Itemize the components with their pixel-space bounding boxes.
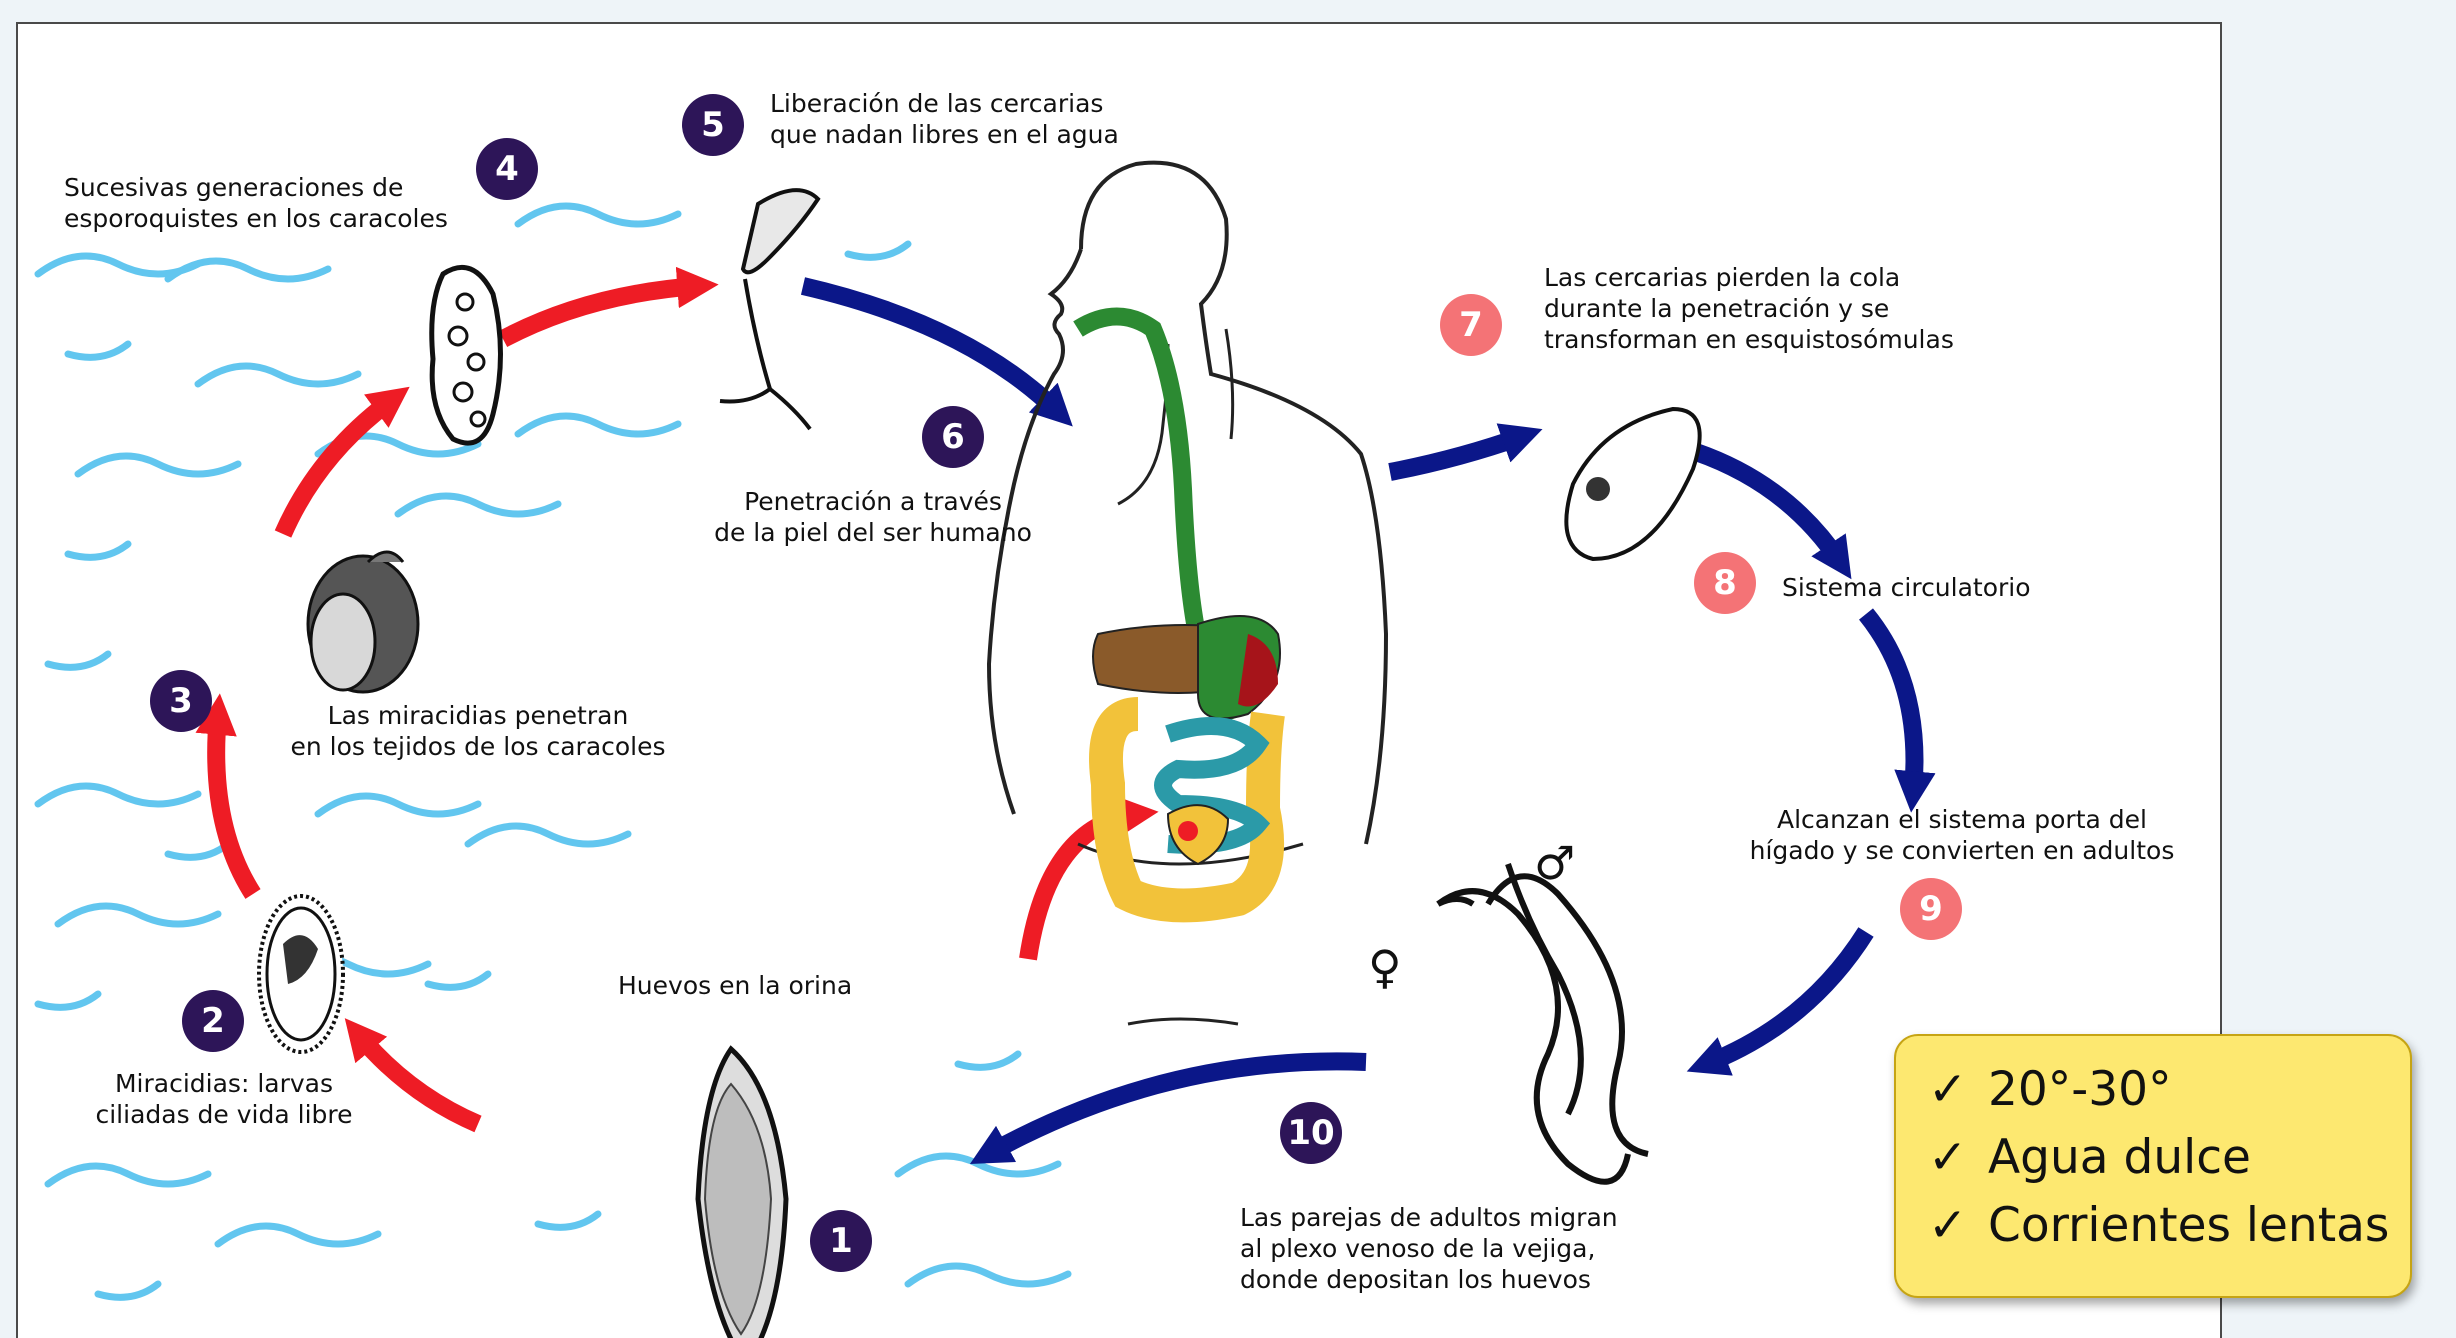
cercaria-illustration xyxy=(720,190,818,429)
step-3-badge: 3 xyxy=(150,670,212,732)
note-item-text: Agua dulce xyxy=(1988,1124,2251,1192)
conditions-note: ✓20°-30° ✓Agua dulce ✓Corrientes lentas xyxy=(1894,1034,2412,1298)
step-8-badge: 8 xyxy=(1694,552,1756,614)
snail-illustration xyxy=(308,552,418,692)
note-item: ✓20°-30° xyxy=(1928,1056,2410,1124)
step-9-label: Alcanzan el sistema porta del hígado y s… xyxy=(1712,804,2212,866)
step-9-badge: 9 xyxy=(1900,878,1962,940)
step-4-badge: 4 xyxy=(476,138,538,200)
step-6-badge: 6 xyxy=(922,406,984,468)
step-5-label: Liberación de las cercarias que nadan li… xyxy=(770,88,1119,150)
note-item: ✓Agua dulce xyxy=(1928,1124,2410,1192)
step-3-label: Las miracidias penetran en los tejidos d… xyxy=(258,700,698,762)
female-symbol: ♀ xyxy=(1368,944,1402,990)
male-symbol: ♂ xyxy=(1534,840,1575,886)
adult-worms-illustration xyxy=(1438,864,1648,1182)
schistosoma-life-cycle-diagram: Sucesivas generaciones de esporoquistes … xyxy=(16,22,2222,1338)
check-icon: ✓ xyxy=(1928,1056,1988,1124)
step-6-label: Penetración a través de la piel del ser … xyxy=(708,486,1038,548)
egg-illustration xyxy=(698,1049,786,1338)
check-icon: ✓ xyxy=(1928,1192,1988,1260)
sporocyst-illustration xyxy=(432,267,501,443)
eggs-in-urine-label: Huevos en la orina xyxy=(618,970,852,1001)
check-icon: ✓ xyxy=(1928,1124,1988,1192)
step-8-label: Sistema circulatorio xyxy=(1782,572,2031,603)
step-1-badge: 1 xyxy=(810,1210,872,1272)
step-2-badge: 2 xyxy=(182,990,244,1052)
step-7-badge: 7 xyxy=(1440,294,1502,356)
step-7-label: Las cercarias pierden la cola durante la… xyxy=(1544,262,1954,355)
step-4-label: Sucesivas generaciones de esporoquistes … xyxy=(64,172,448,234)
step-10-badge: 10 xyxy=(1280,1102,1342,1164)
step-10-label: Las parejas de adultos migran al plexo v… xyxy=(1240,1202,1618,1295)
miracidium-illustration xyxy=(259,896,343,1052)
schistosomula-illustration xyxy=(1566,409,1699,559)
note-item: ✓Corrientes lentas xyxy=(1928,1192,2410,1260)
step-5-badge: 5 xyxy=(682,94,744,156)
step-2-label: Miracidias: larvas ciliadas de vida libr… xyxy=(74,1068,374,1130)
note-item-text: 20°-30° xyxy=(1988,1056,2172,1124)
note-item-text: Corrientes lentas xyxy=(1988,1192,2389,1260)
